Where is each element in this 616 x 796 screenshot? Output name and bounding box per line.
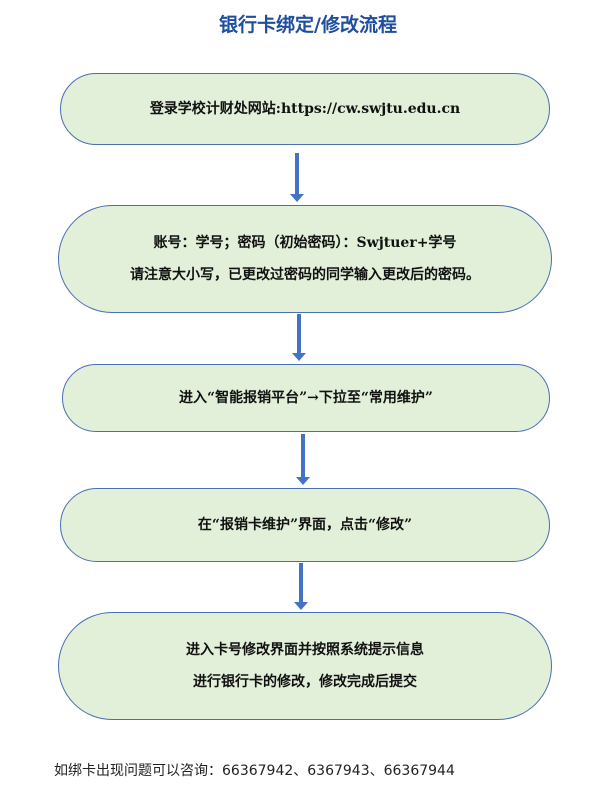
step-5-line-2: 进行银行卡的修改，修改完成后提交 xyxy=(193,674,417,690)
step-5-line-1: 进入卡号修改界面并按照系统提示信息 xyxy=(186,642,424,658)
step-1-box: 登录学校计财处网站:https://cw.swjtu.edu.cn xyxy=(60,73,550,145)
step-5-box: 进入卡号修改界面并按照系统提示信息 进行银行卡的修改，修改完成后提交 xyxy=(58,612,552,720)
arrow-down-icon xyxy=(290,153,304,202)
step-2-line-2: 请注意大小写，已更改过密码的同学输入更改后的密码。 xyxy=(130,267,480,283)
arrow-down-icon xyxy=(294,563,308,610)
step-4-text: 在“报销卡维护”界面，点击“修改” xyxy=(197,517,413,533)
step-2-line-1: 账号：学号；密码（初始密码）：Swjtuer+学号 xyxy=(153,235,457,251)
contact-footer: 如绑卡出现问题可以咨询：66367942、6367943、66367944 xyxy=(54,763,455,779)
step-2-box: 账号：学号；密码（初始密码）：Swjtuer+学号 请注意大小写，已更改过密码的… xyxy=(58,205,552,313)
step-4-box: 在“报销卡维护”界面，点击“修改” xyxy=(60,488,550,562)
step-3-text: 进入“智能报销平台”→下拉至“常用维护” xyxy=(179,390,433,406)
page-title: 银行卡绑定/修改流程 xyxy=(219,14,397,36)
arrow-down-icon xyxy=(292,314,306,361)
step-3-box: 进入“智能报销平台”→下拉至“常用维护” xyxy=(62,364,550,432)
arrow-down-icon xyxy=(296,434,310,485)
step-1-text: 登录学校计财处网站:https://cw.swjtu.edu.cn xyxy=(149,101,461,117)
